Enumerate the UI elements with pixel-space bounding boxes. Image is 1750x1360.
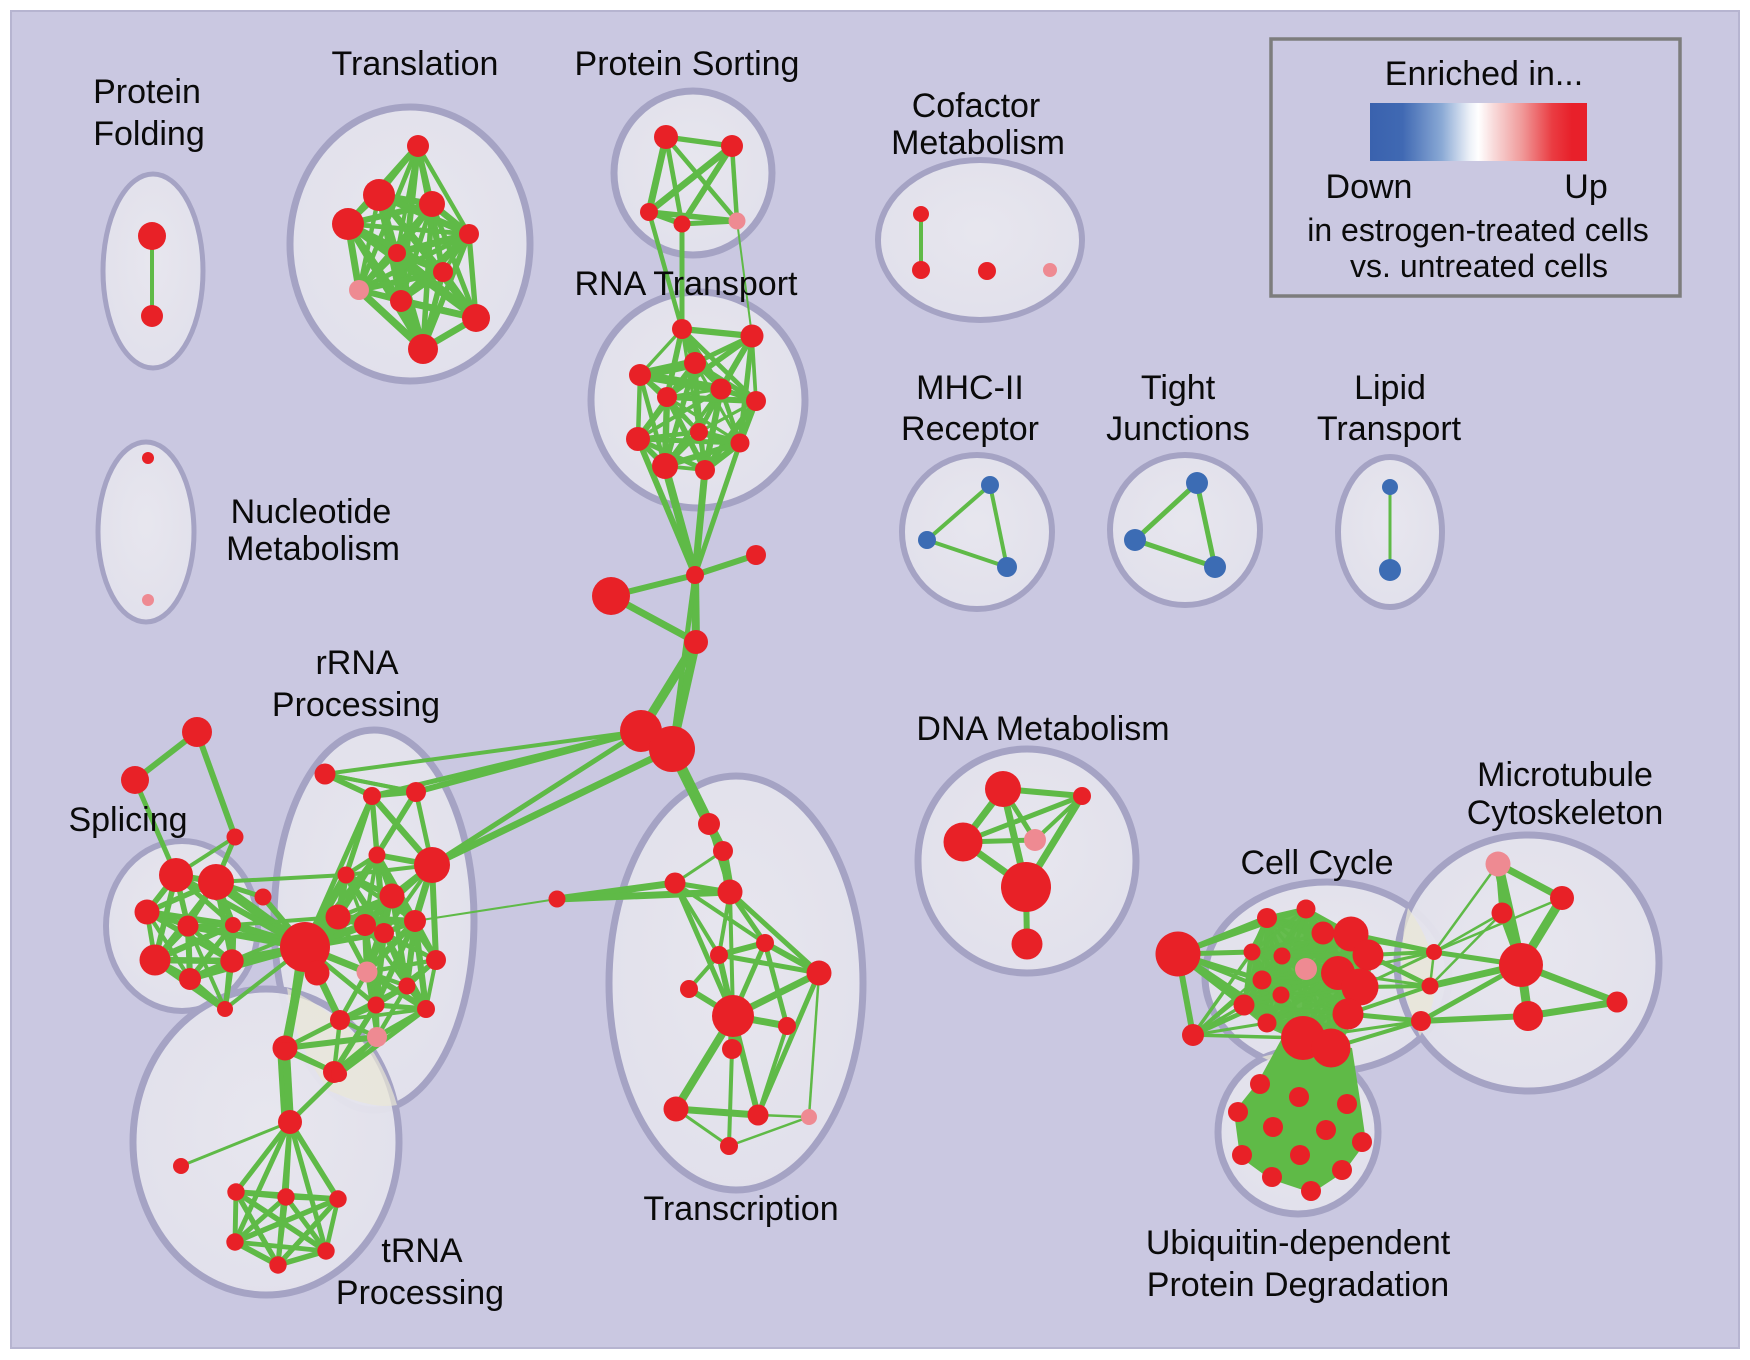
- svg-text:Cofactor: Cofactor: [912, 87, 1041, 125]
- svg-text:Junctions: Junctions: [1106, 410, 1250, 448]
- svg-text:rRNA: rRNA: [315, 644, 398, 682]
- svg-text:Transcription: Transcription: [643, 1190, 838, 1228]
- svg-text:MHC-II: MHC-II: [916, 369, 1024, 407]
- svg-text:Protein Degradation: Protein Degradation: [1147, 1266, 1449, 1304]
- svg-text:Processing: Processing: [272, 686, 440, 724]
- svg-text:Enriched in...: Enriched in...: [1385, 55, 1583, 93]
- svg-text:Metabolism: Metabolism: [891, 124, 1065, 162]
- svg-text:Protein: Protein: [93, 73, 201, 111]
- svg-text:Splicing: Splicing: [68, 801, 187, 839]
- svg-text:tRNA: tRNA: [381, 1232, 463, 1270]
- svg-text:Tight: Tight: [1141, 369, 1216, 407]
- svg-text:Nucleotide: Nucleotide: [231, 493, 392, 531]
- svg-text:Processing: Processing: [336, 1274, 504, 1312]
- svg-text:Up: Up: [1564, 168, 1607, 206]
- svg-text:Folding: Folding: [93, 115, 205, 153]
- svg-text:Protein Sorting: Protein Sorting: [575, 45, 800, 83]
- svg-text:Receptor: Receptor: [901, 410, 1039, 448]
- svg-text:Translation: Translation: [332, 45, 499, 83]
- svg-text:Down: Down: [1326, 168, 1413, 206]
- svg-text:in estrogen-treated cells: in estrogen-treated cells: [1307, 212, 1649, 248]
- svg-text:Ubiquitin-dependent: Ubiquitin-dependent: [1146, 1224, 1451, 1262]
- svg-text:vs. untreated cells: vs. untreated cells: [1350, 248, 1608, 284]
- svg-text:DNA Metabolism: DNA Metabolism: [916, 710, 1169, 748]
- svg-text:Cell Cycle: Cell Cycle: [1240, 844, 1393, 882]
- svg-text:Cytoskeleton: Cytoskeleton: [1467, 794, 1664, 832]
- svg-text:Metabolism: Metabolism: [226, 530, 400, 568]
- svg-text:RNA Transport: RNA Transport: [575, 265, 799, 303]
- svg-text:Microtubule: Microtubule: [1477, 756, 1653, 794]
- svg-text:Lipid: Lipid: [1354, 369, 1426, 407]
- svg-text:Transport: Transport: [1317, 410, 1462, 448]
